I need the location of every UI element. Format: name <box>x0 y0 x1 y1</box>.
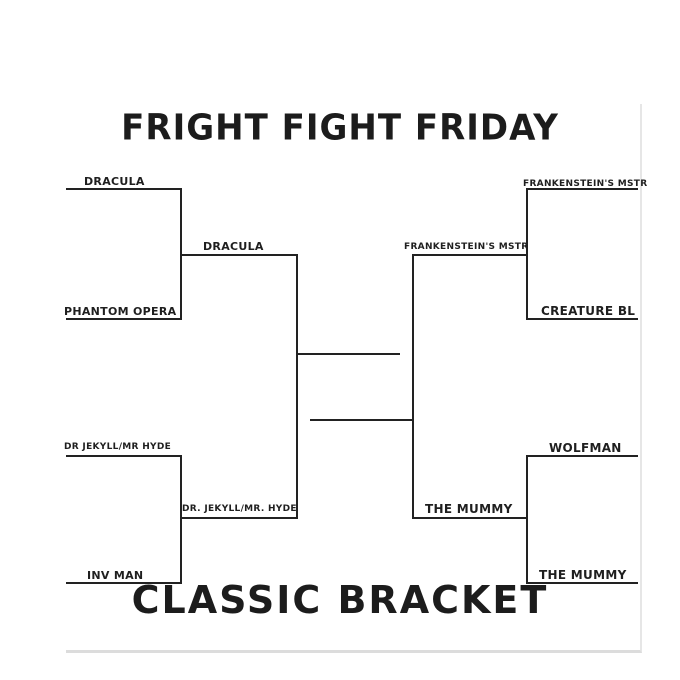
left-r1-entry-2: PHANTOM OPERA <box>64 305 177 318</box>
right-r1-slot-4-line <box>526 582 638 584</box>
right-r1-slot-1-line <box>526 188 638 190</box>
right-r1-entry-1: FRANKENSTEIN'S MSTR <box>523 179 648 189</box>
left-r2-entry-1: DRACULA <box>203 240 264 253</box>
bracket-sheet <box>66 104 642 653</box>
left-r2-slot-2-line <box>180 517 298 519</box>
right-r1-entry-3: WOLFMAN <box>549 441 622 455</box>
bracket-subtitle: CLASSIC BRACKET <box>131 578 549 622</box>
right-r2-entry-2: THE MUMMY <box>425 502 513 516</box>
left-r1-entry-4: INV MAN <box>87 569 144 582</box>
left-r2-slot-1-line <box>180 254 298 256</box>
bracket-title: FRIGHT FIGHT FRIDAY <box>121 107 559 149</box>
left-final-line <box>296 353 400 355</box>
right-final-line <box>310 419 414 421</box>
left-r1-slot-1-line <box>66 188 182 190</box>
right-r1-slot-3-line <box>526 455 638 457</box>
left-r1-connector-bottom <box>180 455 182 584</box>
right-r1-connector-bottom <box>526 455 528 584</box>
right-r1-slot-2-line <box>526 318 638 320</box>
right-r2-entry-1: FRANKENSTEIN'S MSTR <box>404 242 529 252</box>
right-r1-entry-4: THE MUMMY <box>539 568 627 582</box>
right-r1-entry-2: CREATURE BL <box>541 304 636 318</box>
left-r1-slot-3-line <box>66 455 182 457</box>
left-r2-connector <box>296 254 298 519</box>
right-r1-connector-top <box>526 188 528 320</box>
left-r1-slot-4-line <box>66 582 182 584</box>
right-r2-slot-1-line <box>412 254 528 256</box>
left-r1-entry-1: DRACULA <box>84 175 145 188</box>
right-r2-slot-2-line <box>412 517 528 519</box>
left-r1-entry-3: DR JEKYLL/MR HYDE <box>64 442 172 452</box>
left-r1-slot-2-line <box>66 318 182 320</box>
left-r2-entry-2: DR. JEKYLL/MR. HYDE <box>182 504 297 514</box>
right-r2-connector <box>412 254 414 519</box>
